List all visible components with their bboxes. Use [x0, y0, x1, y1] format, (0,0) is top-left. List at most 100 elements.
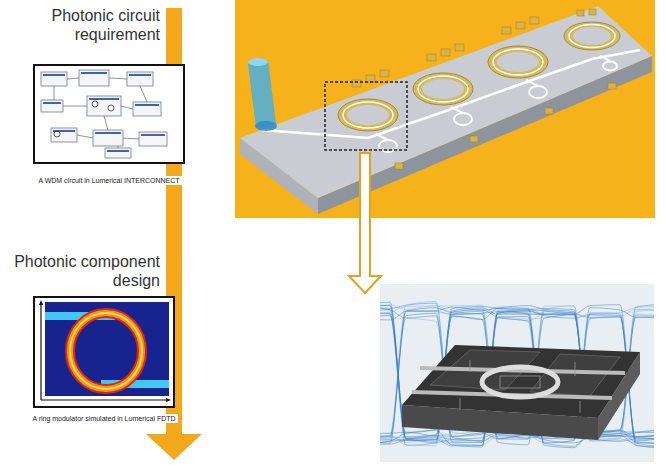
- simulation-image: [70, 313, 142, 389]
- circuit-screenshot: [133, 102, 161, 116]
- circuit-screenshot: [77, 135, 93, 138]
- simulation-image: [70, 313, 142, 389]
- eye-diagram: [380, 305, 654, 447]
- circuit-screenshot: [41, 70, 167, 158]
- contact-pads: [577, 10, 584, 16]
- modulator-render: [360, 284, 666, 462]
- ring-resonators: [343, 102, 393, 128]
- chip-panel: [240, 6, 652, 198]
- eye-diagram: [380, 309, 654, 442]
- contact-pads: [427, 54, 436, 61]
- eye-diagram: [380, 308, 654, 444]
- circuit-screenshot: [43, 74, 65, 76]
- eye-diagram: [380, 304, 654, 443]
- design-stage: Photonic circuit requirementA WDM circui…: [10, 6, 185, 185]
- eye-diagram: [380, 311, 654, 447]
- eye-diagram: [380, 306, 654, 445]
- circuit-screenshot: [129, 74, 151, 76]
- eye-diagram: [380, 313, 654, 446]
- simulation-image: [45, 302, 169, 396]
- circuit-screenshot: [108, 105, 114, 111]
- eye-diagram: [380, 306, 654, 443]
- ring-resonators: [569, 25, 615, 48]
- circuit-screenshot: [107, 150, 129, 152]
- contact-pads: [530, 17, 539, 24]
- contact-pads: [455, 44, 464, 51]
- eye-diagram: [380, 310, 654, 443]
- ring-resonators: [422, 79, 464, 99]
- circuit-screenshot: [139, 132, 167, 146]
- circuit-screenshot: [93, 130, 123, 146]
- circuit-screenshot: [51, 128, 77, 142]
- drop-loops: [603, 62, 617, 71]
- circuit-screenshot: [135, 104, 159, 106]
- chip-panel: [235, 0, 655, 218]
- drop-loops: [376, 56, 617, 152]
- contact-pads: [608, 83, 616, 89]
- circuit-screenshot: [109, 78, 127, 79]
- light-beam: [248, 58, 277, 131]
- eye-diagram: [380, 307, 654, 446]
- modulator-render: [482, 367, 558, 397]
- circuit-screenshot: [41, 100, 63, 112]
- eye-diagram: [380, 305, 654, 442]
- circuit-screenshot: [54, 86, 55, 100]
- circuit-screenshot: [95, 132, 121, 134]
- ring-resonators: [564, 22, 620, 50]
- stage-heading: Photonic component design: [10, 252, 160, 290]
- zoom-arrow: [349, 153, 381, 293]
- contact-pads: [380, 70, 389, 77]
- circuit-screenshot: [92, 101, 98, 107]
- eye-diagram: [380, 301, 654, 448]
- circuit-screenshot: [121, 106, 133, 109]
- circuit-screenshot: [67, 78, 79, 79]
- eye-diagram: [380, 314, 654, 446]
- light-beam: [248, 60, 276, 128]
- circuit-screenshot: [35, 66, 183, 162]
- eye-diagram: [380, 307, 654, 443]
- simulation-image: [35, 298, 173, 406]
- contact-pads: [395, 163, 403, 169]
- eye-diagram: [380, 303, 654, 439]
- circuit-screenshot: [79, 70, 109, 86]
- circuit-screenshot: [140, 86, 147, 102]
- circuit-screenshot: [54, 131, 60, 137]
- circuit-screenshot: [41, 72, 67, 86]
- contact-pads: [352, 9, 616, 169]
- design-stage: Photonic component designA ring modulato…: [10, 252, 178, 423]
- zoom-box: [325, 82, 407, 150]
- eye-diagram: [380, 309, 654, 441]
- ring-resonators: [488, 46, 548, 78]
- drop-loops: [600, 56, 610, 61]
- circuit-screenshot: [89, 98, 119, 100]
- circuit-screenshot: [127, 72, 153, 86]
- simulation-image: [39, 300, 171, 402]
- eye-diagram: [380, 302, 654, 448]
- drop-loops: [526, 80, 538, 86]
- eye-diagram: [380, 301, 654, 440]
- eye-diagram: [380, 316, 654, 446]
- figure-caption: A WDM circuit in Lumerical INTERCONNECT: [36, 176, 181, 185]
- zoom-arrow: [349, 153, 381, 293]
- contact-pads: [352, 80, 361, 87]
- eye-diagram: [380, 305, 654, 443]
- contact-pads: [470, 136, 478, 142]
- circuit-screenshot: [104, 116, 108, 130]
- contact-pads: [516, 22, 525, 29]
- contact-pads: [366, 75, 375, 82]
- bus-waveguide: [262, 50, 640, 138]
- ring-resonators: [573, 27, 611, 45]
- light-beam: [248, 58, 268, 66]
- ring-resonators: [418, 76, 468, 102]
- circuit-screenshot: [43, 102, 61, 104]
- simulation-image: [33, 296, 175, 408]
- eye-diagram: [380, 305, 654, 447]
- circuit-screenshot: [81, 72, 107, 74]
- modulator-render: [460, 360, 580, 413]
- contact-pads: [545, 108, 553, 114]
- chip-panel: [235, 0, 655, 218]
- eye-diagram: [380, 311, 654, 444]
- drop-loops: [454, 113, 472, 125]
- ring-resonators: [338, 22, 620, 131]
